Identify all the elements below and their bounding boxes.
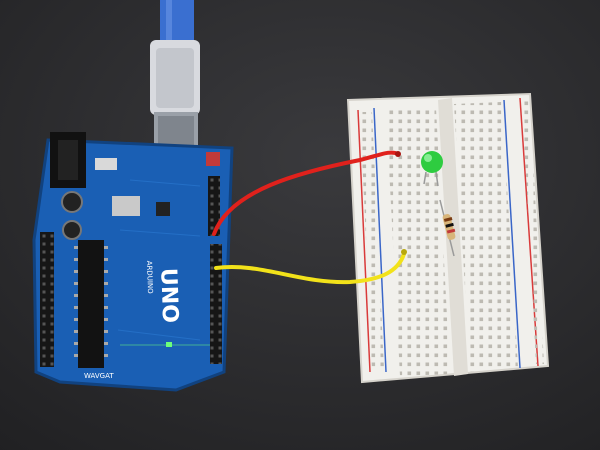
board-logo-text: UNO <box>155 268 182 324</box>
microcontroller-chip <box>78 240 104 368</box>
capacitor <box>62 220 82 240</box>
arduino-board: UNO ARDUINO WAVGAT <box>32 132 234 392</box>
board-footer-text: WAVGAT <box>84 372 114 380</box>
digital-header-bottom <box>210 244 222 364</box>
reset-button <box>206 152 220 166</box>
rail-blue-left <box>373 107 387 373</box>
yellow-wire <box>214 252 406 285</box>
digital-header-top <box>208 176 220 236</box>
analog-header <box>40 232 54 367</box>
red-wire <box>212 150 400 236</box>
capacitor <box>61 191 83 213</box>
led-icon <box>421 151 443 187</box>
resistor-icon <box>439 199 456 257</box>
board-brand-text: ARDUINO <box>145 261 154 295</box>
rail-blue-right <box>503 99 521 369</box>
rail-red-left <box>357 109 371 373</box>
